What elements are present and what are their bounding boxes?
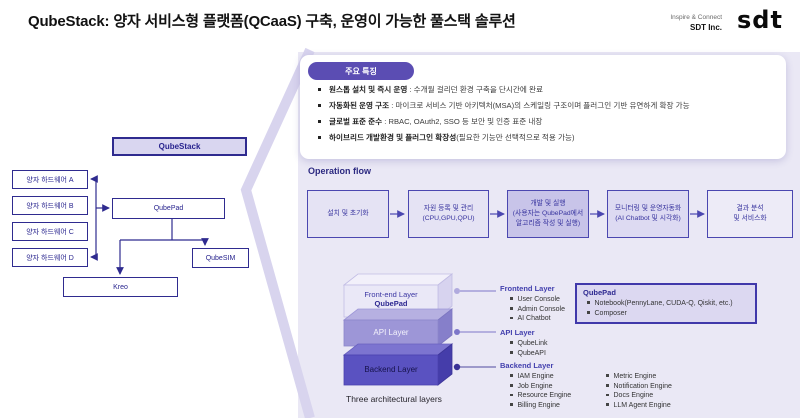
list-item: LLM Agent Engine [606,401,672,411]
list-item: QubeLink [510,339,548,349]
key-features-pill: 주요 특징 [308,62,414,80]
list-item: Resource Engine [510,391,596,401]
node-quantum-hardware-b: 양자 하드웨어 B [12,196,88,215]
list-item: Notification Engine [606,382,672,392]
feature-item-rest: : 마이크로 서비스 기반 아키텍처(MSA)의 스케일링 구조이며 플러그인 … [389,101,690,111]
flow-step-results: 결과 분석 및 서비스화 [707,190,793,238]
list-item: Composer [587,309,749,319]
layer-frontend-title: Front-end Layer [364,290,418,299]
backend-layer-items-col2: Metric Engine Notification Engine Docs E… [596,372,672,410]
brand-tagline: Inspire & Connect [670,14,722,21]
bullet-icon [318,136,321,140]
api-layer-details: API Layer QubeLink QubeAPI [500,328,547,358]
flow-step-develop: 개발 및 실행 (사용자는 QubePad에서 알고리즘 작성 및 실행) [507,190,589,238]
backend-layer-items-col1: IAM Engine Job Engine Resource Engine Bi… [500,372,596,410]
list-item: Job Engine [510,382,596,392]
key-features-card: 주요 특징 원스톱 설치 및 즉시 운영 : 수개월 걸리던 환경 구축을 단시… [300,55,786,159]
list-item: Billing Engine [510,401,596,411]
flow-step-install: 설치 및 초기화 [307,190,389,238]
list-item: Notebook(PennyLane, CUDA-Q, Qiskit, etc.… [587,299,749,309]
key-features-list: 원스톱 설치 및 즉시 운영 : 수개월 걸리던 환경 구축을 단시간에 완료 … [318,85,690,149]
feature-item-rest: (필요한 기능만 선택적으로 적용 가능) [456,133,575,143]
qubepad-detail-title: QubePad [583,288,616,297]
background-chevron [240,47,315,418]
feature-item: 글로벌 표준 준수 : RBAC, OAuth2, SSO 등 보안 및 인증 … [318,117,690,126]
api-layer-details-title: API Layer [500,328,535,337]
layer-api-label: API Layer [373,328,409,337]
layer-backend-label: Backend Layer [364,365,418,374]
feature-item: 원스톱 설치 및 즉시 운영 : 수개월 걸리던 환경 구축을 단시간에 완료 [318,85,690,94]
feature-item-lead: 원스톱 설치 및 즉시 운영 [329,85,408,94]
operation-flow-title: Operation flow [308,166,371,176]
stack-caption: Three architectural layers [346,394,442,404]
layer-stack-3d-graphic [342,273,454,386]
feature-item-lead: 자동화된 운영 구조 [329,101,390,111]
list-item: IAM Engine [510,372,596,382]
node-quantum-hardware-d: 양자 하드웨어 D [12,248,88,267]
list-item: Metric Engine [606,372,672,382]
list-item: User Console [510,295,565,305]
page-title: QubeStack: 양자 서비스형 플랫폼(QCaaS) 구축, 운영이 가능… [28,13,516,30]
list-item: Admin Console [510,305,565,315]
node-quantum-hardware-a: 양자 하드웨어 A [12,170,88,189]
frontend-layer-details: Frontend Layer User Console Admin Consol… [500,284,565,324]
backend-layer-details: Backend Layer IAM Engine Job Engine Reso… [500,361,672,410]
feature-item-rest: : 수개월 걸리던 환경 구축을 단시간에 완료 [407,85,543,94]
flow-step-resources: 자원 등록 및 관리 (CPU,GPU,QPU) [408,190,489,238]
qubepad-detail-items: Notebook(PennyLane, CUDA-Q, Qiskit, etc.… [583,299,749,318]
node-qubestack: QubeStack [112,137,247,156]
bullet-icon [318,104,321,108]
feature-item: 하이브리드 개발환경 및 플러그인 확장성(필요한 기능만 선택적으로 적용 가… [318,133,690,142]
brand-text: Inspire & Connect SDT Inc. [618,14,722,33]
list-item: Docs Engine [606,391,672,401]
feature-item: 자동화된 운영 구조 : 마이크로 서비스 기반 아키텍처(MSA)의 스케일링… [318,101,690,110]
sdt-logo: sdt [737,6,783,34]
flow-step-monitoring: 모니터링 및 운영자동화 (AI Chatbot 및 시각화) [607,190,689,238]
frontend-layer-items: User Console Admin Console AI Chatbot [500,295,565,324]
feature-item-lead: 하이브리드 개발환경 및 플러그인 확장성 [329,133,457,143]
layer-frontend-label: Front-end Layer QubePad [344,290,438,309]
qubepad-detail-box: QubePad Notebook(PennyLane, CUDA-Q, Qisk… [575,283,757,325]
list-item: QubeAPI [510,349,547,359]
node-qubesim: QubeSIM [192,248,249,268]
feature-item-rest: : RBAC, OAuth2, SSO 등 보안 및 인증 표준 내장 [382,117,543,127]
bullet-icon [318,120,321,124]
node-qubepad: QubePad [112,198,225,219]
brand-company: SDT Inc. [689,23,722,33]
frontend-layer-details-title: Frontend Layer [500,284,555,293]
feature-item-lead: 글로벌 표준 준수 [329,117,383,127]
api-layer-items: QubeLink QubeAPI [500,339,548,359]
list-item: AI Chatbot [510,314,565,324]
backend-layer-details-title: Backend Layer [500,361,554,370]
layer-frontend-subtitle: QubePad [374,299,408,309]
bullet-icon [318,88,321,91]
node-quantum-hardware-c: 양자 하드웨어 C [12,222,88,241]
node-kreo: Kreo [63,277,178,297]
